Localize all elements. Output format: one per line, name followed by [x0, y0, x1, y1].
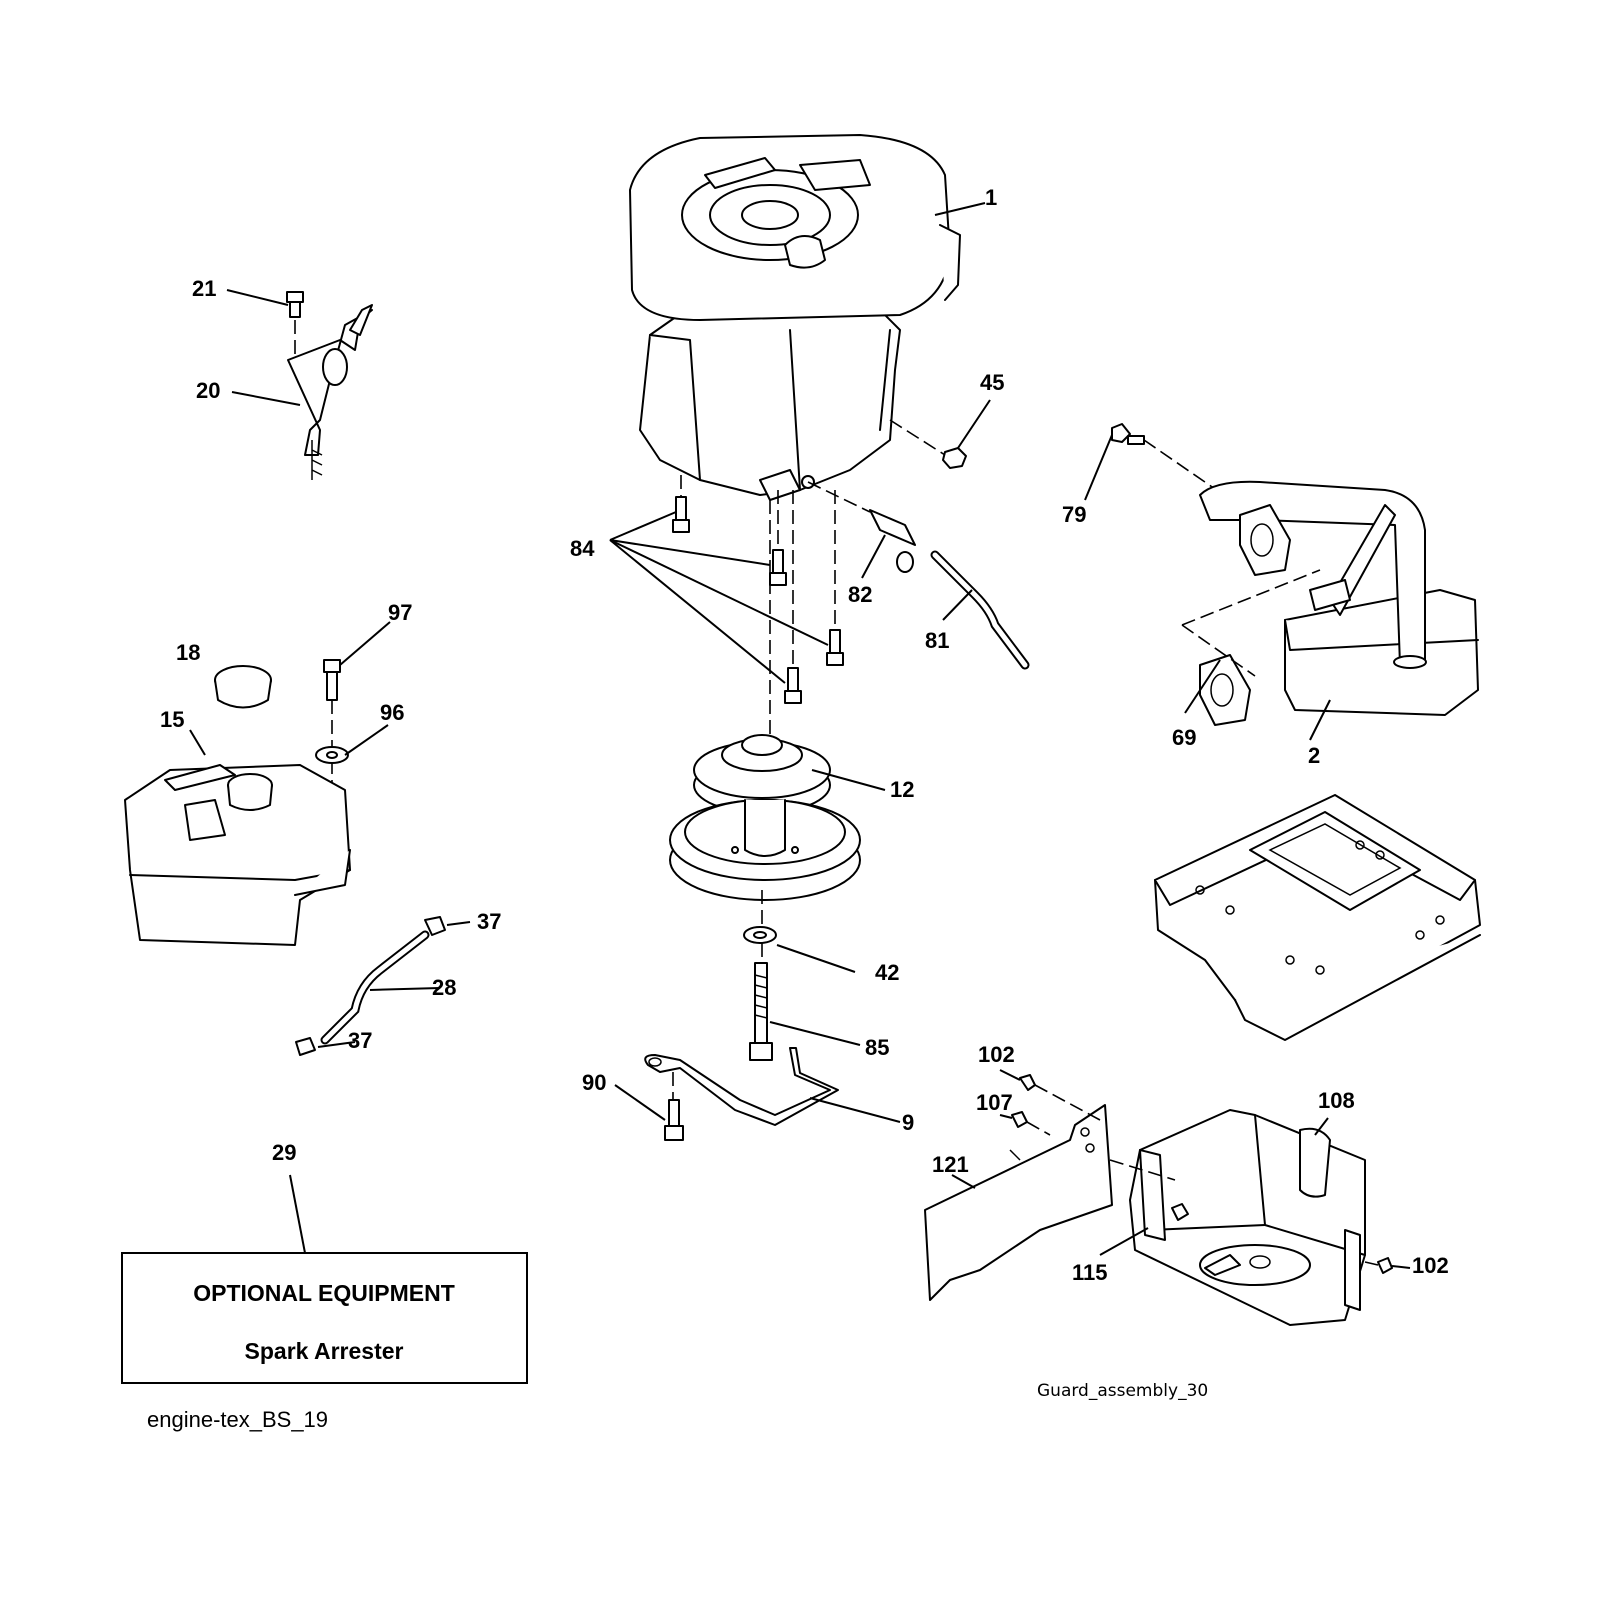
clamp-part: [295, 916, 446, 1056]
callout-121: 121: [932, 1152, 969, 1177]
dash-line-guard: [1026, 1084, 1379, 1266]
guard-box-108-part: [1129, 1109, 1366, 1326]
callout-85: 85: [865, 1035, 889, 1060]
callout-81: 81: [925, 628, 949, 653]
dash-line-79: [1143, 439, 1261, 521]
optional-equipment-box: [121, 1252, 528, 1384]
leader-lines: [189, 202, 1411, 1269]
callout-115: 115: [1072, 1260, 1108, 1285]
callout-82: 82: [848, 582, 872, 607]
frame-plate-part: [1154, 794, 1481, 1041]
callout-21: 21: [192, 276, 216, 301]
callout-20: 20: [196, 378, 220, 403]
callout-107: 107: [976, 1090, 1013, 1115]
dash-line-69: [1181, 569, 1321, 677]
bolt-part: [672, 496, 844, 704]
engine-part: [629, 134, 961, 501]
bracket-part: [644, 1047, 839, 1126]
callout-28: 28: [432, 975, 456, 1000]
callout-18: 18: [176, 640, 200, 665]
bolt-90-part: [664, 1099, 684, 1141]
callout-45: 45: [980, 370, 1004, 395]
callout-69: 69: [1172, 725, 1196, 750]
optional-equipment-title: OPTIONAL EQUIPMENT: [193, 1280, 455, 1306]
callout-29: 29: [272, 1140, 296, 1165]
dash-line-82: [807, 481, 871, 513]
callout-2: 2: [1308, 743, 1320, 768]
callout-37b: 37: [348, 1028, 372, 1053]
callout-15: 15: [160, 707, 184, 732]
callout-1: 1: [985, 185, 997, 210]
pulley-part: [669, 734, 861, 901]
callout-42: 42: [875, 960, 899, 985]
engine-caption: engine-tex_BS_19: [147, 1407, 328, 1432]
callout-102b: 102: [1412, 1253, 1449, 1278]
callout-12: 12: [890, 777, 914, 802]
bolt-85-part: [749, 962, 773, 1061]
callout-96: 96: [380, 700, 404, 725]
guard-caption: Guard_assembly_30: [1037, 1381, 1208, 1401]
guard-plate-121-part: [924, 1104, 1113, 1301]
optional-equipment-item: Spark Arrester: [245, 1338, 404, 1364]
gasket-part: [1199, 504, 1291, 726]
callout-97: 97: [388, 600, 412, 625]
callout-102a: 102: [978, 1042, 1015, 1067]
muffler-part: [1199, 480, 1479, 716]
callout-84: 84: [570, 536, 595, 561]
callout-37a: 37: [477, 909, 501, 934]
washer-96-part: [315, 746, 349, 764]
cap-part: [214, 665, 272, 709]
throttle-part: [286, 291, 373, 480]
callout-79: 79: [1062, 502, 1086, 527]
bolt-97-part: [323, 659, 341, 701]
dash-line-84: [680, 475, 836, 735]
callout-9: 9: [902, 1110, 914, 1135]
callout-108: 108: [1318, 1088, 1355, 1113]
bolt-79-part: [1111, 423, 1145, 445]
dash-line-45: [889, 419, 946, 456]
nut-part: [942, 447, 967, 469]
callout-90: 90: [582, 1070, 606, 1095]
washer-42-part: [743, 926, 777, 944]
fuel-tank-part: [124, 764, 351, 946]
fuel-filter-part: [869, 509, 916, 573]
callout-labels: 1 21 20 45 79 84 82 81 97 18 96 15 69 2 …: [160, 185, 1449, 1285]
